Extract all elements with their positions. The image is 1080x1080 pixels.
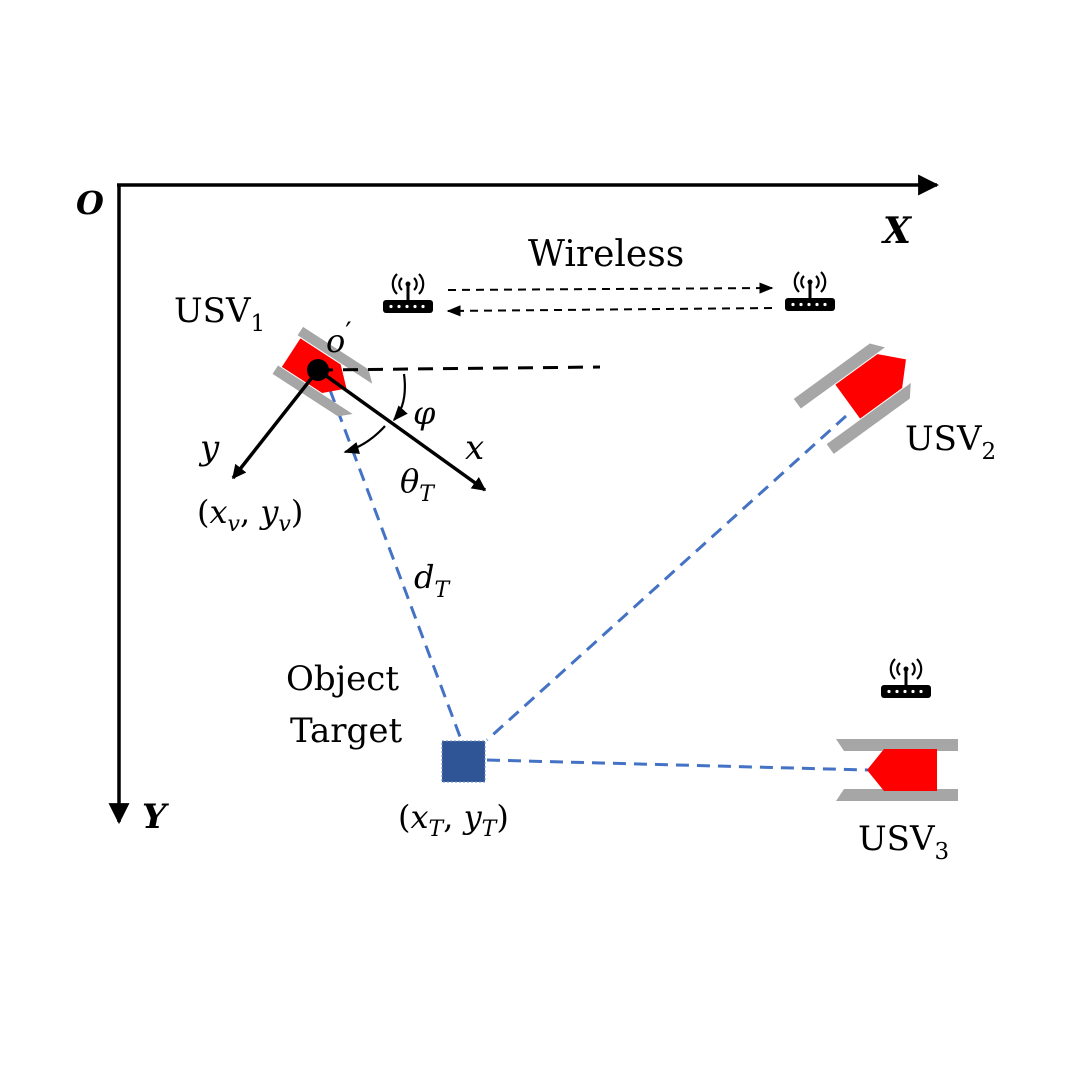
target-position-label: (xT, yT) [398,798,509,842]
usv1-position-label: (xv, yv) [197,493,303,537]
router-icon [381,272,435,315]
usv1-body-x-axis [316,368,487,492]
body-origin-label: o′ [326,316,352,360]
object-target-marker [441,740,486,783]
wireless-label: Wireless [528,234,684,275]
wireless-arrow-right [447,282,774,294]
usv2-vessel [793,343,911,454]
usv3-vessel [836,739,958,801]
usv1-body-y-axis [231,368,320,480]
theta-label: θT [400,462,436,507]
phi-label: φ [413,394,436,432]
body-x-axis-label: x [465,428,484,468]
usv1-origin-point [307,359,329,381]
body-y-axis-label: y [198,428,220,468]
y-axis-label: Y [142,797,169,837]
router-icon [783,270,837,313]
wireless-arrow-left [446,305,773,317]
sight-line-usv2-target [485,414,848,742]
x-axis-label: X [881,210,913,252]
usv2-label: USV2 [905,419,996,465]
sight-line-usv3-target [486,758,869,772]
router-icon [879,657,933,700]
usv1-heading-reference-line [317,365,601,372]
target-label-line1: Object [286,659,399,699]
target-label-line2: Target [290,711,402,751]
phi-angle-arc [392,373,408,422]
usv3-label: USV3 [858,819,949,865]
distance-label: dT [414,558,451,603]
theta-angle-arc [343,425,386,454]
origin-label: O [76,184,104,222]
usv1-label: USV1 [174,291,265,337]
